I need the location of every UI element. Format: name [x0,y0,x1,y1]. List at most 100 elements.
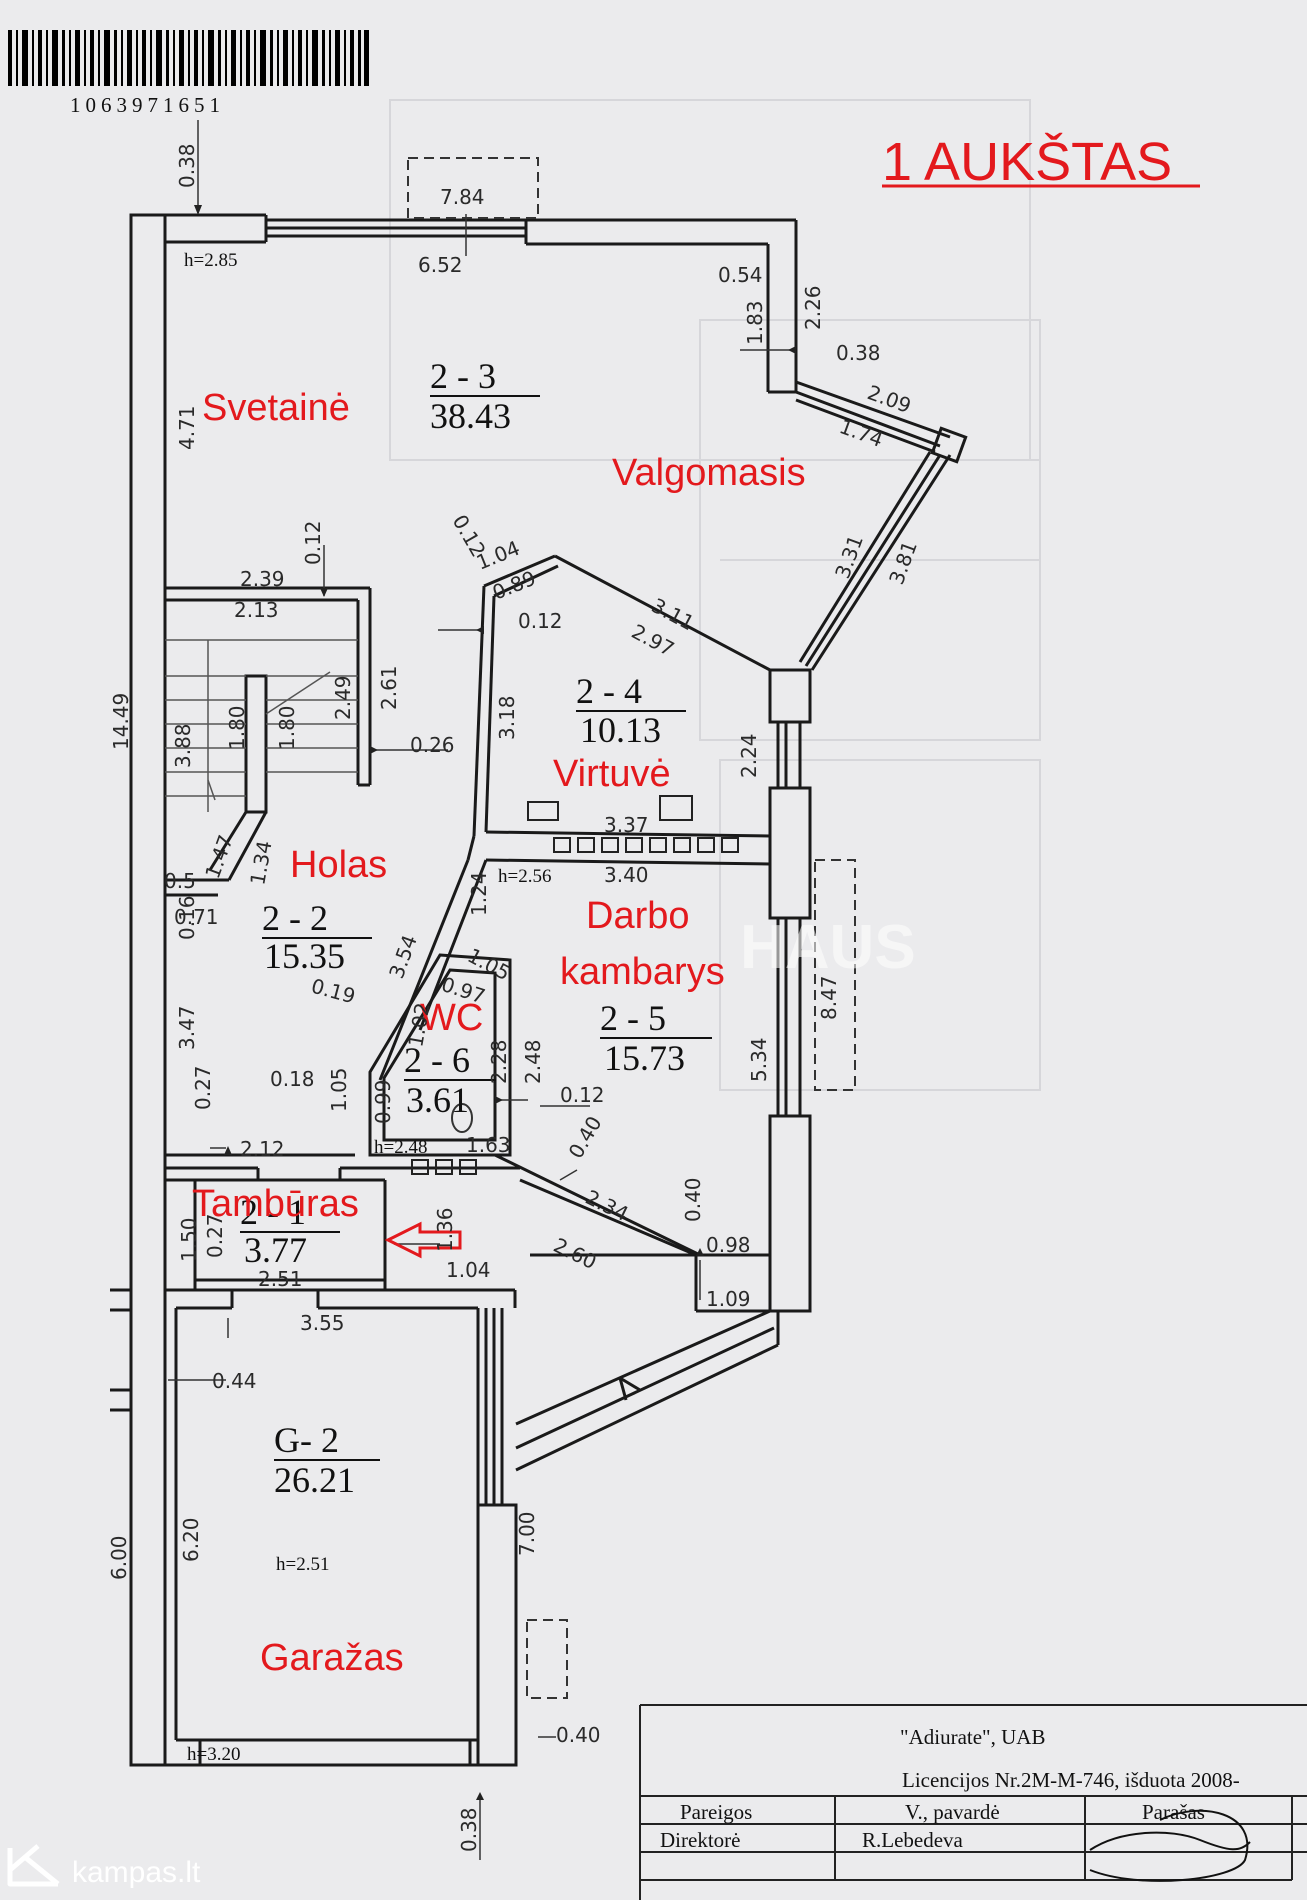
table-cell-name: R.Lebedeva [862,1828,964,1852]
dimension-label: 0.44 [212,1369,257,1393]
dimension-label: 7.84 [440,185,485,209]
dimension-lines [168,120,796,1860]
dimension-label: 3.54 [384,932,422,982]
dimension-label: 2.61 [377,665,401,710]
dimension-arrows [194,205,796,1800]
watermark: HAUS [740,913,916,982]
dimension-label: 0.71 [174,905,219,929]
dimension-label: 0.12 [560,1083,605,1107]
dimension-label: 0.19 [309,974,358,1009]
dimension-label: 0.12 [301,520,325,565]
room-g-2: G- 2 26.21 Garažas [260,1420,404,1679]
room-2-1: 2 - 1 3.77 Tambūras [192,1183,359,1270]
dimension-label: 2.51 [258,1267,303,1291]
height-label: h=2.85 [184,250,237,271]
logo-text: kampas.lt [72,1856,201,1889]
dimension-label: 0.27 [203,1213,227,1258]
dimension-label: 1.74 [836,414,886,452]
room-area: 10.13 [580,710,661,750]
room-id: G- 2 [274,1420,339,1460]
room-id: 2 - 6 [404,1040,470,1080]
room-name: Valgomasis [612,452,806,494]
dimension-label: 6.20 [179,1517,203,1562]
room-name: Virtuvė [553,753,671,795]
dimension-label: 2.48 [521,1039,545,1084]
dimension-label: 1.05 [464,943,515,985]
room-id: 2 - 2 [262,898,328,938]
dimension-label: 0.26 [410,733,455,757]
dimension-label: 2.24 [737,733,761,778]
dimension-label: 2.12 [240,1137,285,1161]
room-name: Garažas [260,1637,404,1679]
table-header-signature: Parašas [1142,1800,1205,1824]
dimension-label: 2.09 [864,380,914,418]
dimension-label: 0.40 [564,1112,607,1163]
dimension-label: 6.00 [107,1535,131,1580]
dimension-label: 1.50 [177,1217,201,1262]
room-2-2: Holas 2 - 2 15.35 [262,844,387,976]
dimension-label: 14.49 [109,693,133,750]
dimension-label: 2.60 [550,1233,601,1274]
dimension-label: 3.88 [171,723,195,768]
room-id: 2 - 5 [600,998,666,1038]
dimension-label: 0.12 [518,609,563,633]
room-name: Svetainė [202,387,350,429]
dimension-label: 1.05 [327,1067,351,1112]
room-area: 3.61 [406,1080,469,1120]
dimension-label: 1.09 [706,1287,751,1311]
room-2-5: Darbo kambarys 2 - 5 15.73 [560,895,725,1078]
dimension-label: 0.27 [191,1065,215,1110]
dimension-label: 7.00 [515,1511,539,1556]
dimension-label: 3.40 [604,863,649,887]
dimension-label: 1.36 [433,1207,457,1252]
dimension-label: 0.40 [556,1723,601,1747]
dimension-label: 2.39 [240,567,285,591]
dimension-label: 3.18 [495,695,519,740]
dimension-label: 6.52 [418,253,463,277]
room-name: kambarys [560,951,725,993]
dimension-label: 4.71 [175,405,199,450]
height-label: h=2.48 [374,1137,427,1158]
dimension-label: 1.24 [467,871,491,916]
height-label: h=2.56 [498,866,551,887]
dimension-label: 8.47 [817,975,841,1020]
height-label: h=3.20 [187,1744,240,1765]
room-2-6: WC 2 - 6 3.61 [404,997,496,1120]
dimension-label: 3.81 [884,538,922,588]
room-name: Holas [290,844,387,886]
entrance-arrow-icon [384,1221,462,1259]
dimension-label: 0.16 [175,895,199,940]
dimension-label: 1.04 [446,1258,491,1282]
staircase [165,639,358,812]
room-2-4: 2 - 4 10.13 Virtuvė [553,671,686,795]
kampas-logo: kampas.lt [7,1844,201,1889]
dimension-label: 3.37 [604,813,649,837]
dimension-label: 0.18 [270,1067,315,1091]
dimension-label: 2.28 [487,1039,511,1084]
dimension-label: 0.38 [175,143,199,188]
room-id: 2 - 3 [430,356,496,396]
dimension-label: 2.13 [234,598,279,622]
dimension-label: 1.80 [275,705,299,750]
room-id: 2 - 4 [576,671,642,711]
room-name: WC [420,997,483,1039]
dimension-label: 3.47 [175,1005,199,1050]
wc-fixtures [451,1103,473,1133]
room-2-3: 2 - 3 38.43 Svetainė Valgomasis [202,356,806,494]
floor-title: 1 AUKŠTAS [882,132,1172,192]
room-area: 26.21 [274,1460,355,1500]
dimension-label: 3.55 [300,1311,345,1335]
dimension-label: 2.26 [801,285,825,330]
ventilation-marks [411,795,739,1175]
ghost-background-lines [389,99,1041,1091]
dimension-label: 0.98 [706,1233,751,1257]
dimension-label: 1.34 [245,839,276,887]
dimension-label: 2.49 [331,675,355,720]
room-area: 15.35 [264,936,345,976]
dimension-label: 0.54 [718,263,763,287]
room-area: 15.73 [604,1038,685,1078]
signature-icon [1089,1809,1251,1882]
dimension-label: 0.40 [681,1177,705,1222]
dimension-label: 1.83 [743,300,767,345]
